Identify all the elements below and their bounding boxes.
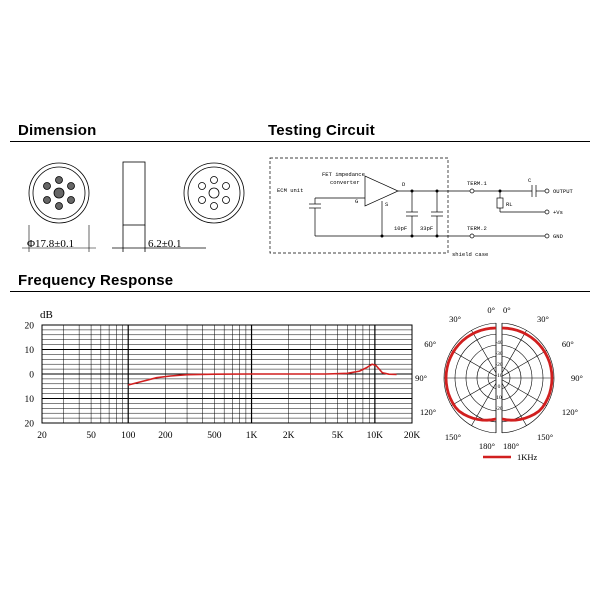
ecm-unit-label: ECM unit	[277, 187, 303, 194]
x-tick-label: 100	[121, 431, 136, 441]
c-label: C	[528, 177, 532, 184]
cap2-label: 33pF	[420, 225, 433, 232]
polar-split-gap	[496, 321, 502, 435]
x-tick-label: 2K	[283, 431, 295, 441]
polar-angle-label: 90°	[571, 373, 583, 383]
back-view	[183, 162, 245, 224]
legend-label: 1KHz	[517, 452, 538, 462]
dimension-heading: Dimension	[18, 122, 97, 139]
rl-label: RL	[506, 201, 513, 208]
fet-label-2: converter	[330, 179, 360, 186]
polar-response-curve	[444, 326, 554, 422]
shield-case-label: shield case	[452, 251, 488, 258]
y-tick-label: 20	[25, 420, 35, 430]
x-tick-label: 200	[158, 431, 173, 441]
polar-angle-label: 120°	[420, 407, 436, 417]
x-tick-label: 50	[86, 431, 96, 441]
polar-radial-label: 10	[496, 395, 502, 401]
polar-angle-label: 120°	[562, 407, 578, 417]
gnd-terminal	[544, 233, 550, 239]
x-tick-label: 20	[37, 431, 47, 441]
y-tick-label: 10	[25, 346, 35, 356]
polar-angle-label: 0°	[503, 305, 511, 315]
height-label: 6.2±0.1	[148, 238, 182, 250]
fet-amplifier-symbol	[364, 175, 399, 207]
gate-label: G	[355, 198, 358, 205]
polar-radial-label: -40	[495, 340, 503, 346]
term1-label: TERM.1	[467, 180, 488, 187]
y-tick-label: 20	[25, 322, 35, 332]
shield-case-box	[269, 157, 449, 254]
frequency-response-heading: Frequency Response	[18, 272, 174, 289]
source-label: S	[385, 201, 389, 208]
y-tick-label: 0	[29, 371, 34, 381]
diameter-dimension	[22, 225, 96, 252]
x-tick-label: 20K	[404, 431, 421, 441]
middle-divider	[10, 291, 590, 292]
polar-radial-label: -10	[495, 373, 503, 379]
cap1-label: 10pF	[394, 225, 407, 232]
polar-angle-label: 90°	[415, 373, 427, 383]
polar-angle-label: 30°	[449, 314, 461, 324]
side-view	[112, 161, 206, 252]
polar-radial-label: -20	[495, 406, 503, 412]
polar-angle-label: 180°	[479, 441, 495, 451]
drain-label: D	[402, 181, 406, 188]
polar-angle-label: 150°	[445, 432, 461, 442]
output-label: OUTPUT	[553, 188, 574, 195]
front-view	[28, 162, 90, 224]
x-tick-label: 500	[207, 431, 222, 441]
polar-angle-label: 60°	[562, 339, 574, 349]
polar-radial-label: 0	[498, 384, 501, 390]
response-curve	[128, 363, 397, 386]
x-tick-label: 5K	[332, 431, 344, 441]
x-tick-label: 10K	[367, 431, 384, 441]
x-tick-label: 1K	[246, 431, 258, 441]
y-axis-title: dB	[40, 309, 53, 321]
polar-angle-label: 150°	[537, 432, 553, 442]
top-divider	[10, 141, 590, 142]
fet-label-1: FET impedance	[322, 171, 365, 178]
y-tick-label: 10	[25, 395, 35, 405]
polar-angle-label: 30°	[537, 314, 549, 324]
polar-radial-label: -30	[495, 351, 503, 357]
diameter-label: Φ17.8±0.1	[27, 238, 74, 250]
testing-circuit-heading: Testing Circuit	[268, 122, 375, 139]
output-terminal	[544, 188, 550, 194]
term2-label: TERM.2	[467, 225, 487, 232]
vs-terminal	[544, 209, 550, 215]
polar-angle-label: 60°	[424, 339, 436, 349]
vs-label: +Vs	[553, 209, 563, 216]
polar-angle-label: 180°	[503, 441, 519, 451]
term1-terminal	[469, 188, 475, 194]
polar-radial-label: -20	[495, 362, 503, 368]
term2-terminal	[469, 233, 475, 239]
polar-angle-label: 0°	[487, 305, 495, 315]
gnd-label: GND	[553, 233, 564, 240]
